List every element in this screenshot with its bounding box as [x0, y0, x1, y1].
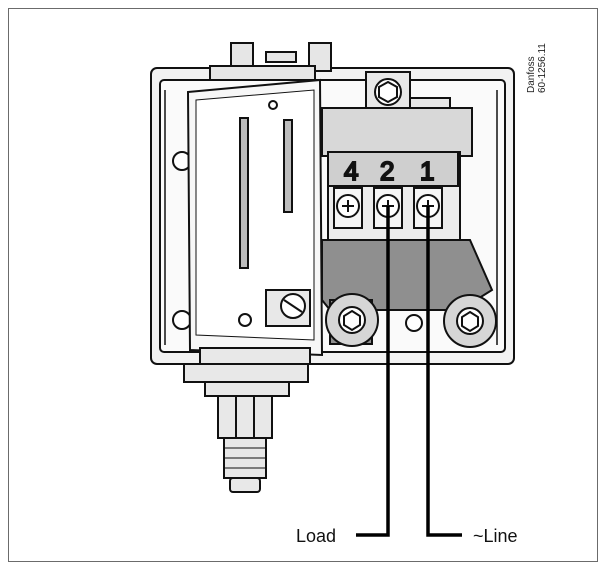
line-wire [426, 206, 462, 537]
brand-label: Danfoss [526, 56, 537, 93]
load-wire [356, 206, 390, 537]
range-cover [186, 78, 324, 357]
pressure-connector [183, 363, 309, 493]
top-adjuster [209, 42, 332, 81]
code-label: 60-1256.11 [537, 43, 548, 93]
bottom-strip [199, 347, 311, 365]
lock-screw [265, 289, 311, 327]
wires [356, 206, 462, 537]
drawing-code: Danfoss 60-1256.11 [526, 43, 548, 93]
mounting-holes [172, 151, 423, 332]
terminal-4-screw-icon [336, 194, 360, 218]
terminal-1-label: 1 [420, 156, 434, 186]
drawing-frame [8, 8, 598, 562]
terminal-4-label: 4 [344, 156, 358, 186]
line-label: ~Line [473, 526, 518, 546]
earth-screws [325, 293, 497, 348]
terminal-2-label: 2 [380, 156, 394, 186]
top-right-screw [365, 71, 451, 113]
load-label: Load [296, 526, 336, 546]
